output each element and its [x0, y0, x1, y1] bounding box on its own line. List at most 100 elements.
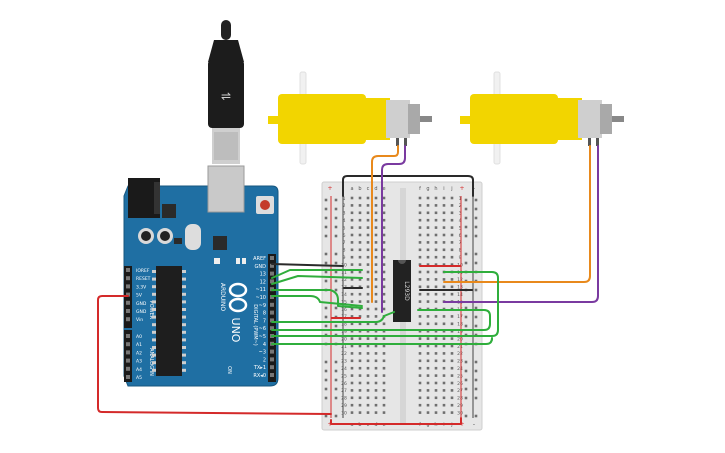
- rail-hole[interactable]: [324, 306, 328, 310]
- breadboard-hole[interactable]: [382, 344, 386, 348]
- breadboard-hole[interactable]: [426, 322, 430, 326]
- breadboard-hole[interactable]: [426, 315, 430, 318]
- breadboard-hole[interactable]: [382, 263, 386, 266]
- breadboard-hole[interactable]: [382, 241, 386, 244]
- breadboard-hole[interactable]: [442, 344, 446, 348]
- breadboard-hole[interactable]: [434, 337, 438, 340]
- breadboard-hole[interactable]: [450, 241, 454, 244]
- motor-right[interactable]: [460, 71, 624, 165]
- rail-hole[interactable]: [464, 261, 468, 265]
- wire-motor-right-a[interactable]: [443, 145, 591, 283]
- breadboard-hole[interactable]: [426, 403, 430, 407]
- rail-hole[interactable]: [334, 324, 338, 328]
- wire-motor-left-a[interactable]: [371, 145, 399, 303]
- breadboard-hole[interactable]: [434, 270, 438, 274]
- breadboard-hole[interactable]: [418, 329, 422, 333]
- breadboard-hole[interactable]: [450, 278, 454, 281]
- breadboard-hole[interactable]: [434, 352, 438, 355]
- breadboard-hole[interactable]: [374, 233, 378, 237]
- breadboard-hole[interactable]: [382, 389, 386, 392]
- breadboard-hole[interactable]: [442, 248, 446, 252]
- wire-5v[interactable]: [97, 295, 332, 415]
- rail-hole[interactable]: [324, 279, 328, 283]
- breadboard-hole[interactable]: [442, 352, 446, 355]
- rail-hole[interactable]: [464, 306, 468, 310]
- breadboard-hole[interactable]: [450, 204, 454, 207]
- breadboard-hole[interactable]: [434, 233, 438, 237]
- breadboard-hole[interactable]: [374, 396, 378, 400]
- breadboard-hole[interactable]: [434, 374, 438, 377]
- rail-hole[interactable]: [474, 378, 478, 382]
- breadboard-hole[interactable]: [434, 241, 438, 244]
- breadboard-hole[interactable]: [418, 218, 422, 222]
- rail-hole[interactable]: [464, 207, 468, 211]
- breadboard-hole[interactable]: [350, 322, 354, 326]
- breadboard-hole[interactable]: [374, 329, 378, 333]
- wire-pin-9[interactable]: [271, 295, 363, 307]
- breadboard-hole[interactable]: [350, 241, 354, 244]
- breadboard-hole[interactable]: [426, 411, 430, 414]
- breadboard-hole[interactable]: [350, 270, 354, 274]
- breadboard-hole[interactable]: [450, 255, 454, 259]
- breadboard-hole[interactable]: [358, 233, 362, 237]
- rail-hole[interactable]: [324, 216, 328, 220]
- breadboard-hole[interactable]: [358, 352, 362, 355]
- rail-hole[interactable]: [464, 324, 468, 328]
- wire-pin-6[interactable]: [271, 311, 395, 323]
- rail-hole[interactable]: [464, 315, 468, 319]
- header-pin[interactable]: [126, 358, 130, 363]
- header-pin[interactable]: [126, 309, 130, 313]
- rail-hole[interactable]: [324, 207, 328, 211]
- breadboard-hole[interactable]: [450, 218, 454, 222]
- breadboard-hole[interactable]: [442, 211, 446, 215]
- breadboard-hole[interactable]: [434, 366, 438, 370]
- breadboard-hole[interactable]: [426, 374, 430, 377]
- breadboard-hole[interactable]: [350, 211, 354, 215]
- wire-motor-right-b[interactable]: [443, 145, 599, 303]
- rail-hole[interactable]: [334, 396, 338, 400]
- breadboard-hole[interactable]: [350, 278, 354, 281]
- breadboard-hole[interactable]: [450, 396, 454, 400]
- breadboard-hole[interactable]: [434, 255, 438, 259]
- breadboard-hole[interactable]: [450, 352, 454, 355]
- breadboard-hole[interactable]: [450, 381, 454, 385]
- breadboard-hole[interactable]: [434, 315, 438, 318]
- breadboard-hole[interactable]: [426, 270, 430, 274]
- breadboard-hole[interactable]: [426, 278, 430, 281]
- header-pin[interactable]: [270, 256, 274, 260]
- breadboard-hole[interactable]: [366, 226, 370, 229]
- rail-hole[interactable]: [324, 198, 328, 202]
- rail-hole[interactable]: [334, 414, 338, 418]
- breadboard-hole[interactable]: [382, 211, 386, 215]
- breadboard-hole[interactable]: [382, 255, 386, 259]
- breadboard-hole[interactable]: [350, 226, 354, 229]
- header-pin[interactable]: [270, 263, 274, 268]
- rail-hole[interactable]: [334, 207, 338, 211]
- breadboard-hole[interactable]: [450, 329, 454, 333]
- breadboard-hole[interactable]: [366, 278, 370, 281]
- breadboard-hole[interactable]: [418, 322, 422, 326]
- breadboard-hole[interactable]: [350, 300, 354, 303]
- breadboard-hole[interactable]: [374, 307, 378, 311]
- rail-hole[interactable]: [324, 378, 328, 382]
- rail-hole[interactable]: [474, 387, 478, 391]
- header-pin[interactable]: [270, 365, 274, 370]
- rail-hole[interactable]: [474, 324, 478, 328]
- rail-hole[interactable]: [474, 225, 478, 229]
- breadboard-hole[interactable]: [426, 204, 430, 207]
- header-pin[interactable]: [126, 350, 130, 355]
- breadboard-hole[interactable]: [418, 233, 422, 237]
- breadboard-hole[interactable]: [350, 307, 354, 311]
- rail-hole[interactable]: [474, 306, 478, 310]
- breadboard-hole[interactable]: [382, 196, 386, 200]
- breadboard-hole[interactable]: [434, 344, 438, 348]
- breadboard-hole[interactable]: [350, 359, 354, 363]
- breadboard-hole[interactable]: [418, 270, 422, 274]
- breadboard-hole[interactable]: [382, 226, 386, 229]
- header-pin[interactable]: [126, 276, 130, 281]
- header-pin[interactable]: [270, 318, 274, 323]
- breadboard-hole[interactable]: [450, 344, 454, 348]
- rail-hole[interactable]: [334, 369, 338, 373]
- header-pin[interactable]: [126, 292, 130, 297]
- breadboard-hole[interactable]: [350, 366, 354, 370]
